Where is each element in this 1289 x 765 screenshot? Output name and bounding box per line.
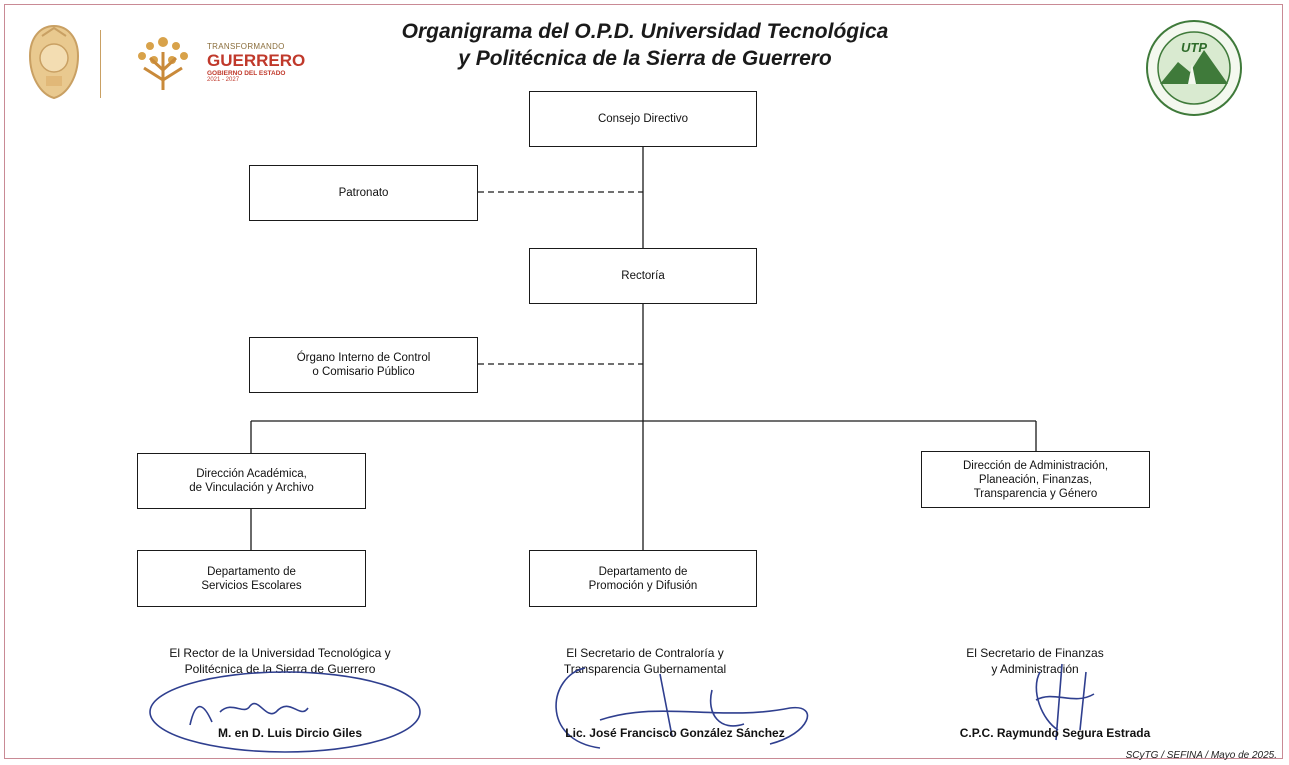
- box-servicios-escolares: Departamento de Servicios Escolares: [137, 550, 366, 607]
- utp-university-seal-icon: UTP: [1146, 20, 1242, 116]
- box-rectoria: Rectoría: [529, 248, 757, 304]
- guerrero-state-seal-icon: [28, 24, 80, 100]
- title-line1: Organigrama del O.P.D. Universidad Tecno…: [401, 20, 889, 43]
- title-line2: y Politécnica de la Sierra de Guerrero: [458, 47, 832, 70]
- signature-name-contraloria: Lic. José Francisco González Sánchez: [565, 726, 785, 740]
- contraloria-signature-icon: [555, 667, 809, 749]
- gov-logo-line4: 2021 - 2027: [207, 77, 240, 83]
- box-promocion-difusion: Departamento de Promoción y Difusión: [529, 550, 757, 607]
- footer-reference: SCyTG / SEFINA / Mayo de 2025.: [1125, 750, 1277, 761]
- utp-logo-label: UTP: [1181, 40, 1207, 55]
- transformando-guerrero-wordmark: TRANSFORMANDO GUERRERO GOBIERNO DEL ESTA…: [207, 42, 305, 83]
- logo-divider: [100, 30, 101, 98]
- transformando-guerrero-tree-icon: [138, 37, 188, 90]
- box-direccion-academica: Dirección Académica, de Vinculación y Ar…: [137, 453, 366, 509]
- signature-name-rector: M. en D. Luis Dircio Giles: [217, 726, 363, 740]
- page-title: Organigrama del O.P.D. Universidad Tecno…: [330, 18, 960, 72]
- box-organo-interno: Órgano Interno de Control o Comisario Pú…: [249, 337, 478, 393]
- signature-name-finanzas: C.P.C. Raymundo Segura Estrada: [959, 726, 1151, 740]
- page-frame: [4, 4, 1283, 759]
- gov-logo-line1: TRANSFORMANDO: [207, 42, 285, 51]
- box-consejo-directivo: Consejo Directivo: [529, 91, 757, 147]
- box-patronato: Patronato: [249, 165, 478, 221]
- signature-role-contraloria: El Secretario de Contraloría y Transpare…: [563, 646, 727, 676]
- gov-logo-line3: GOBIERNO DEL ESTADO: [207, 70, 286, 77]
- gov-logo-line2: GUERRERO: [207, 51, 306, 70]
- rector-signature-scribble: [189, 702, 309, 726]
- rector-signature-icon: [149, 671, 421, 753]
- signature-role-rector: El Rector de la Universidad Tecnológica …: [169, 646, 391, 676]
- finanzas-signature-icon: [1035, 663, 1095, 741]
- signature-role-finanzas: El Secretario de Finanzas y Administraci…: [966, 646, 1104, 676]
- box-direccion-administracion: Dirección de Administración, Planeación,…: [921, 451, 1150, 508]
